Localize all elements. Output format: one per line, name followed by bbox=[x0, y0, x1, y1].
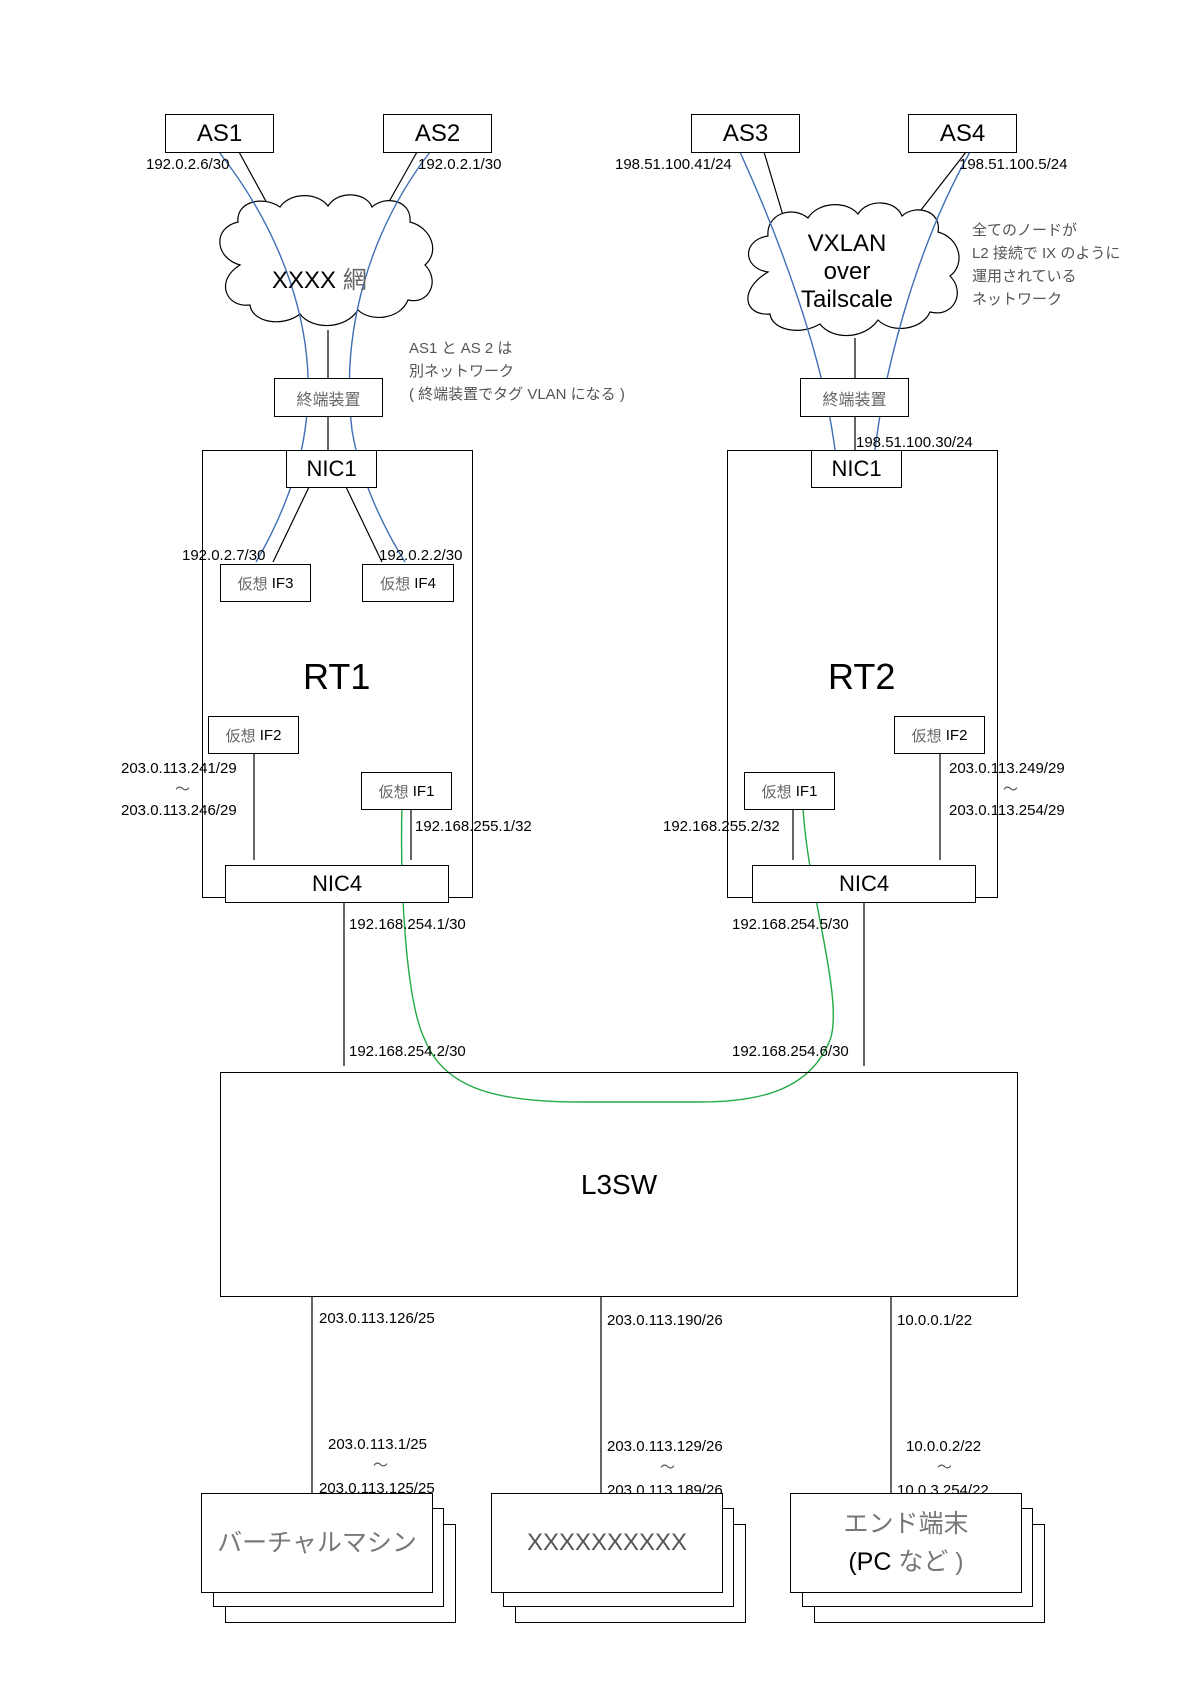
link-as2-cloud bbox=[385, 151, 418, 208]
rt1-if2-range-sep: ～ bbox=[175, 781, 191, 798]
rt1-nic4-label: NIC4 bbox=[311, 871, 363, 896]
note-right-line1: 全てのノードが bbox=[972, 222, 1078, 239]
host-endhost-line2-latin: (PC bbox=[848, 1548, 892, 1576]
cloud-right-line3: Tailscale bbox=[800, 286, 894, 313]
downlink-2-gateway: 203.0.113.190/26 bbox=[607, 1312, 723, 1329]
rt1-uplink-ip: 192.168.254.1/30 bbox=[349, 916, 466, 933]
terminator-right: 終端装置 bbox=[800, 378, 909, 417]
rt2-if2-range-to: 203.0.113.254/29 bbox=[949, 802, 1065, 819]
downlink-3-range-from: 10.0.0.2/22 bbox=[906, 1438, 982, 1455]
as2-label: AS2 bbox=[414, 119, 461, 147]
rt2-vif1-name: IF1 bbox=[795, 782, 818, 800]
rt1-nic4: NIC4 bbox=[225, 865, 449, 903]
link-as3-cloud bbox=[763, 151, 786, 223]
as4-label: AS4 bbox=[939, 119, 986, 147]
rt2-nic4: NIC4 bbox=[752, 865, 976, 903]
rt1-vif2-name: IF2 bbox=[259, 726, 282, 744]
rt1-nic1: NIC1 bbox=[286, 450, 377, 488]
cloud-right-line2: over bbox=[823, 258, 871, 285]
terminator-left: 終端装置 bbox=[274, 378, 383, 417]
downlink-1-gateway: 203.0.113.126/25 bbox=[319, 1310, 435, 1327]
link-as1-cloud bbox=[238, 151, 269, 206]
terminator-right-label: 終端装置 bbox=[822, 391, 887, 409]
rt2-vif2-prefix: 仮想 bbox=[911, 727, 942, 745]
note-left-line3: ( 終端装置でタグ VLAN になる ) bbox=[409, 386, 625, 403]
host-endhost-line2-jp: など ) bbox=[898, 1548, 964, 1576]
note-left: AS1 と AS 2 は 別ネットワーク ( 終端装置でタグ VLAN になる … bbox=[409, 337, 625, 406]
rt2-nic4-label: NIC4 bbox=[838, 871, 890, 896]
rt1-title: RT1 bbox=[303, 656, 371, 697]
rt2-if2-range-sep: ～ bbox=[1003, 781, 1019, 798]
cloud-right-line1: VXLAN bbox=[807, 230, 887, 257]
downlink-3-gateway: 10.0.0.1/22 bbox=[897, 1312, 973, 1329]
as3-ip: 198.51.100.41/24 bbox=[615, 156, 732, 173]
as3-box: AS3 bbox=[691, 114, 800, 153]
as4-ip: 198.51.100.5/24 bbox=[959, 156, 1068, 173]
terminator-left-label: 終端装置 bbox=[296, 391, 361, 409]
l3sw-rt1-side-ip: 192.168.254.2/30 bbox=[349, 1043, 466, 1060]
rt1-if4-ip: 192.0.2.2/30 bbox=[379, 547, 463, 564]
rt2-uplink-ip: 192.168.254.5/30 bbox=[732, 916, 849, 933]
rt1-vif1-name: IF1 bbox=[412, 782, 435, 800]
rt1-vif4-prefix: 仮想 bbox=[380, 575, 411, 593]
host-xxx-label: XXXXXXXXXX bbox=[526, 1529, 688, 1556]
rt2-if2-range-from: 203.0.113.249/29 bbox=[949, 760, 1065, 777]
rt2-if1-ip: 192.168.255.2/32 bbox=[663, 818, 780, 835]
rt1-if1-ip: 192.168.255.1/32 bbox=[415, 818, 532, 835]
as1-ip: 192.0.2.6/30 bbox=[146, 156, 230, 173]
rt1-vif3: 仮想 IF3 bbox=[220, 564, 311, 602]
downlink-1-range-sep: ～ bbox=[373, 1457, 389, 1474]
downlink-2-range-from: 203.0.113.129/26 bbox=[607, 1438, 723, 1455]
host-endhost-line1: エンド端末 bbox=[843, 1510, 969, 1538]
downlink-2-range-sep: ～ bbox=[660, 1459, 676, 1476]
note-right-line3: 運用されている bbox=[972, 268, 1077, 285]
rt1-vif2-prefix: 仮想 bbox=[225, 727, 256, 745]
rt1-vif3-name: IF3 bbox=[271, 574, 294, 592]
rt1-if3-ip: 192.0.2.7/30 bbox=[182, 547, 266, 564]
as1-box: AS1 bbox=[165, 114, 274, 153]
cloud-right-label: VXLAN over Tailscale bbox=[787, 230, 907, 314]
as2-ip: 192.0.2.1/30 bbox=[418, 156, 502, 173]
rt1-vif3-prefix: 仮想 bbox=[237, 575, 268, 593]
note-left-line1: AS1 と AS 2 は bbox=[409, 340, 513, 357]
host-vm-label: バーチャルマシン bbox=[217, 1529, 417, 1557]
note-left-line2: 別ネットワーク bbox=[409, 363, 515, 380]
as3-label: AS3 bbox=[722, 119, 769, 147]
l3sw-rt2-side-ip: 192.168.254.6/30 bbox=[732, 1043, 849, 1060]
downlink-3-range-sep: ～ bbox=[937, 1459, 953, 1476]
rt2-title: RT2 bbox=[828, 656, 896, 697]
rt2-vif1-prefix: 仮想 bbox=[761, 783, 792, 801]
note-right-line2: L2 接続で IX のように bbox=[972, 245, 1121, 262]
downlink-1-range-from: 203.0.113.1/25 bbox=[328, 1436, 427, 1453]
as2-box: AS2 bbox=[383, 114, 492, 153]
rt1-if2-range-to: 203.0.113.246/29 bbox=[121, 802, 237, 819]
rt2-nic1: NIC1 bbox=[811, 450, 902, 488]
as4-box: AS4 bbox=[908, 114, 1017, 153]
terminator-right-ip: 198.51.100.30/24 bbox=[856, 434, 973, 451]
rt1-vif2: 仮想 IF2 bbox=[208, 716, 299, 754]
cloud-left-label: XXXX 網 bbox=[272, 260, 367, 295]
rt1-vif4: 仮想 IF4 bbox=[362, 564, 454, 602]
rt2-vif1: 仮想 IF1 bbox=[744, 772, 835, 810]
as1-label: AS1 bbox=[196, 119, 243, 147]
host-stack-xxx: XXXXXXXXXX bbox=[491, 1493, 723, 1593]
rt2-vif2: 仮想 IF2 bbox=[894, 716, 985, 754]
l3sw-box: L3SW bbox=[220, 1072, 1018, 1297]
rt1-vif1: 仮想 IF1 bbox=[361, 772, 452, 810]
rt2-nic1-label: NIC1 bbox=[831, 456, 882, 481]
host-stack-endhost: エンド端末 (PC など ) bbox=[790, 1493, 1022, 1593]
cloud-left-jp: 網 bbox=[342, 267, 367, 294]
rt1-vif4-name: IF4 bbox=[414, 574, 436, 592]
host-endhost-line2: (PC など ) bbox=[848, 1543, 963, 1581]
rt1-nic1-label: NIC1 bbox=[306, 456, 357, 481]
note-right: 全てのノードが L2 接続で IX のように 運用されている ネットワーク bbox=[972, 219, 1120, 311]
downlink-1-range-to: 203.0.113.125/25 bbox=[319, 1480, 435, 1497]
rt2-vif2-name: IF2 bbox=[945, 726, 968, 744]
cloud-left-latin: XXXX bbox=[272, 267, 337, 294]
note-right-line4: ネットワーク bbox=[972, 291, 1063, 308]
host-stack-vm: バーチャルマシン bbox=[201, 1493, 433, 1593]
rt1-if2-range-from: 203.0.113.241/29 bbox=[121, 760, 237, 777]
rt1-vif1-prefix: 仮想 bbox=[378, 783, 409, 801]
l3sw-title: L3SW bbox=[580, 1168, 658, 1200]
